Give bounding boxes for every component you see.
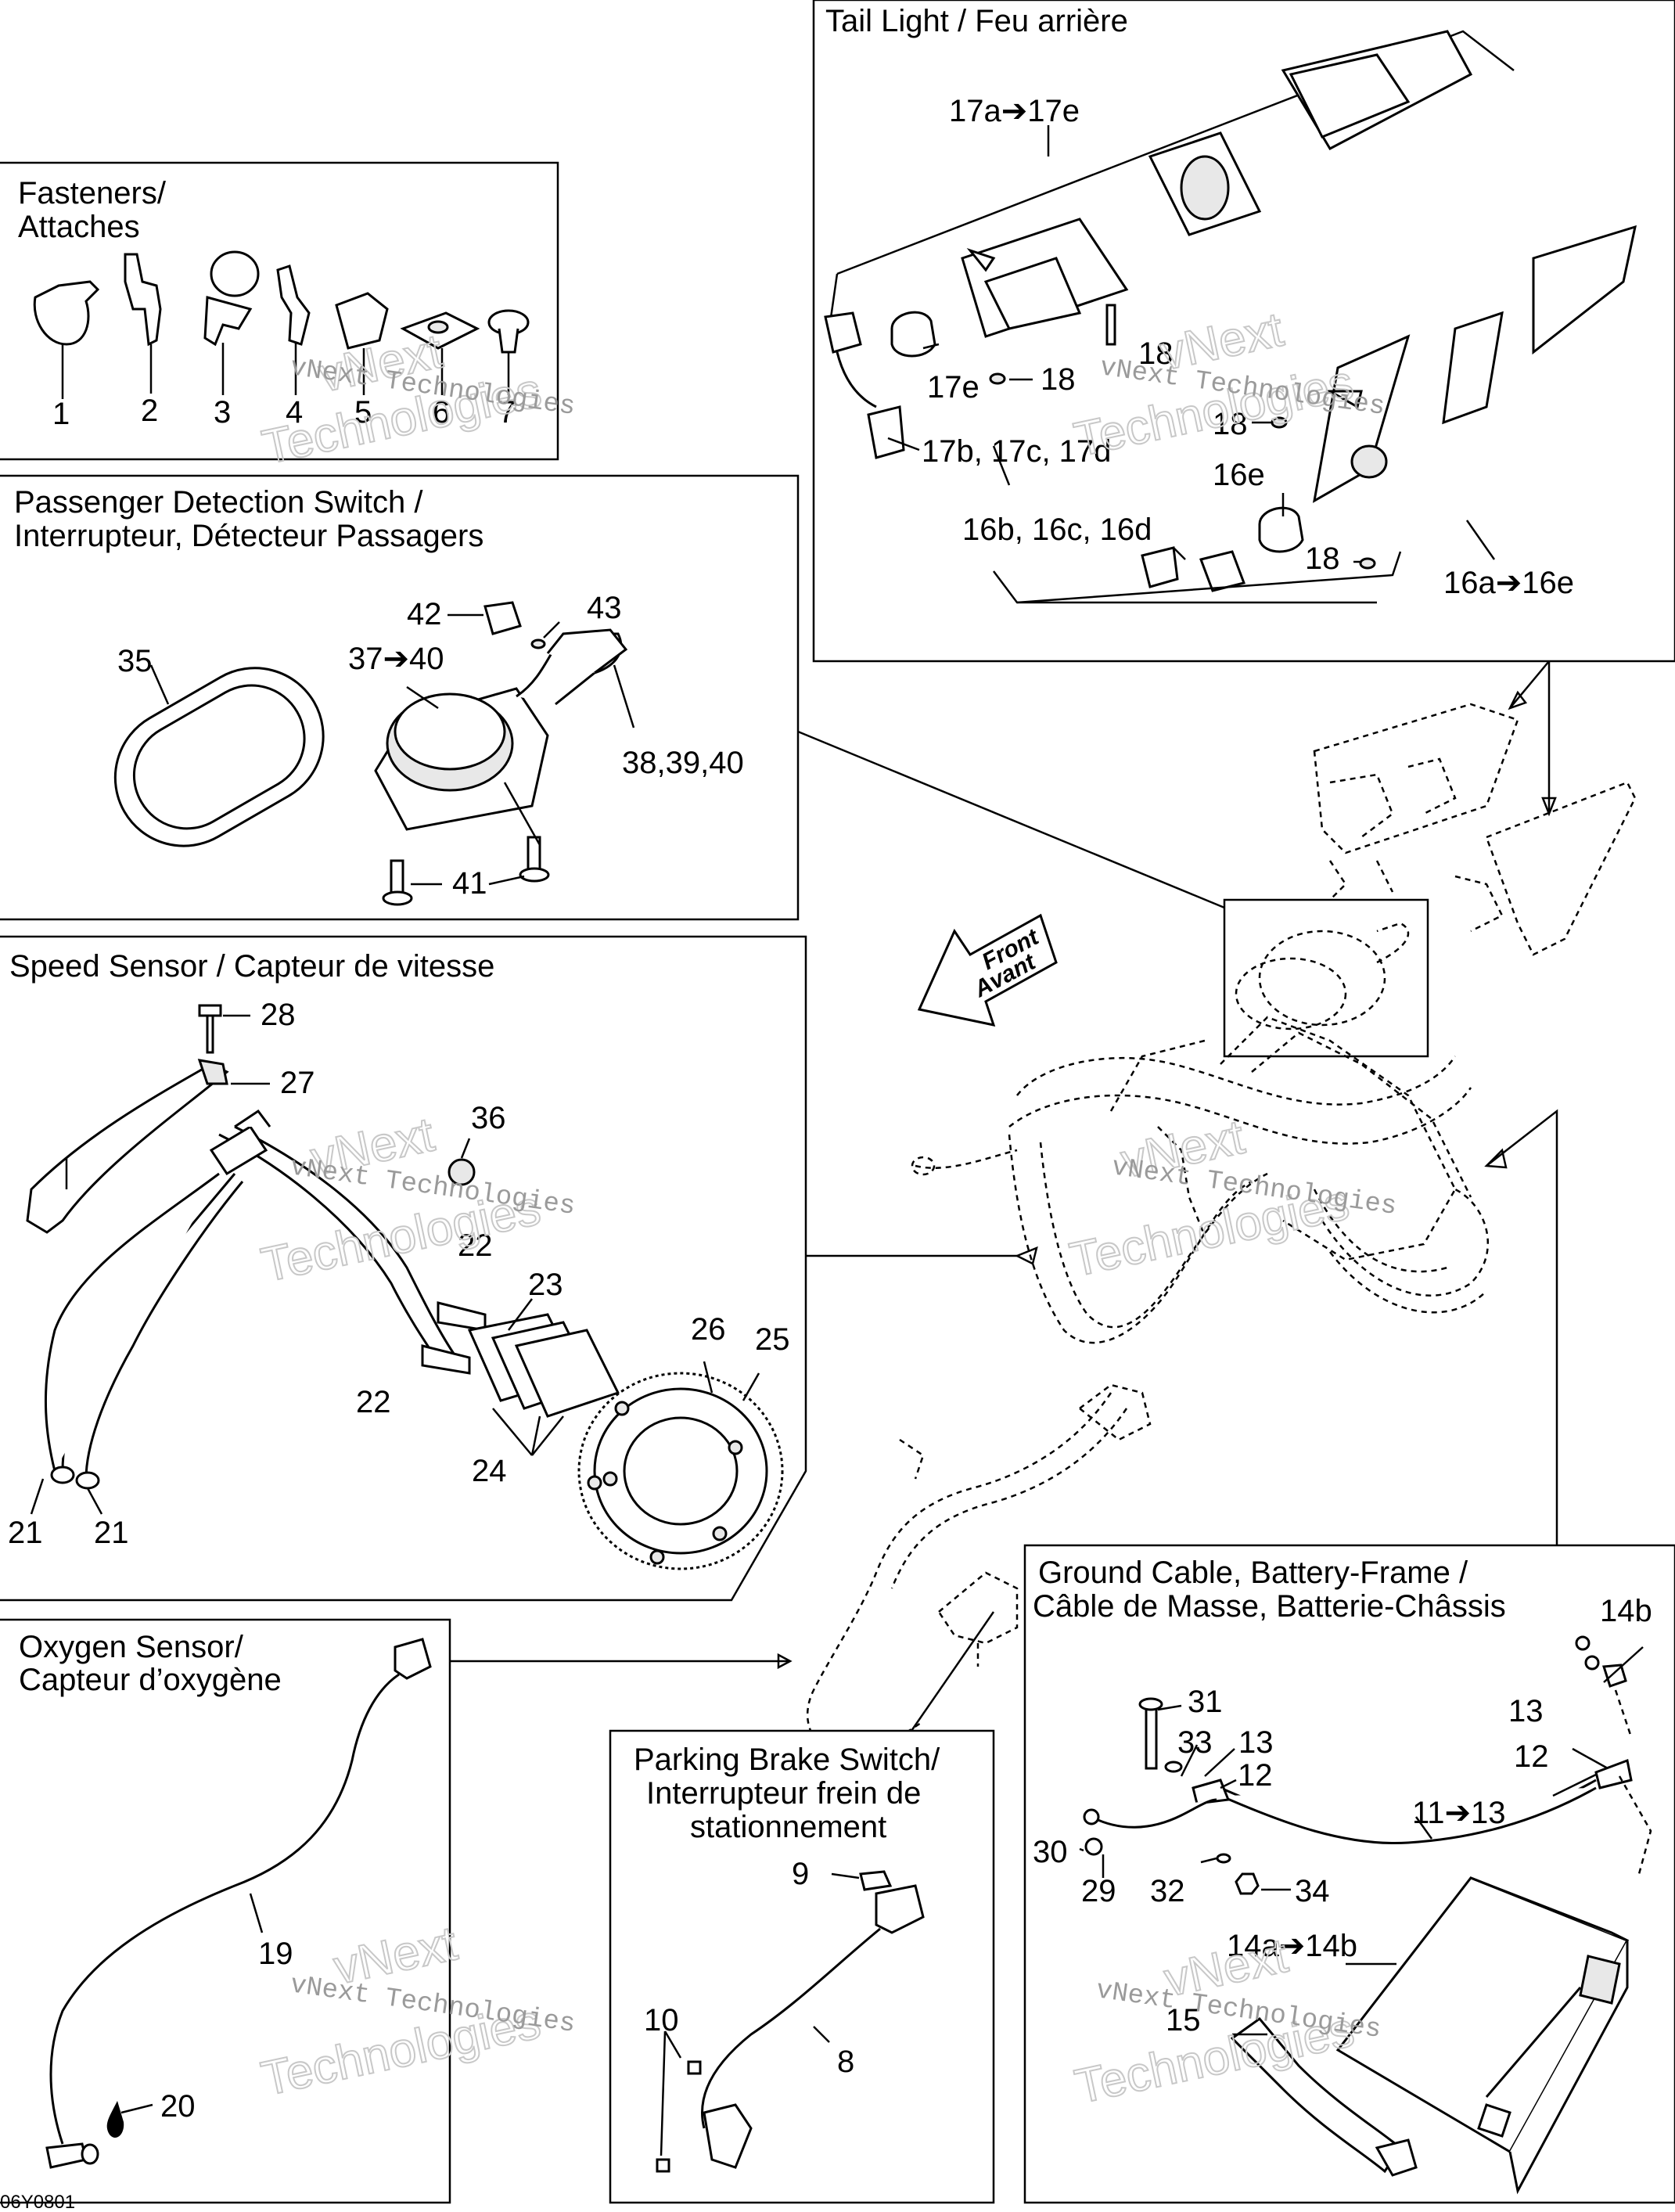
- callout-connectors: [450, 660, 1558, 1732]
- fastener-label-6: 6: [433, 395, 450, 430]
- ground-label-14b: 14b: [1600, 1594, 1652, 1628]
- tail-label-18d: 18: [1305, 541, 1340, 576]
- parking-title-line3: stationnement: [690, 1810, 886, 1844]
- speed-label-21a: 21: [8, 1516, 43, 1550]
- speed-label-22b: 22: [356, 1385, 391, 1419]
- ground-label-13b: 13: [1508, 1694, 1544, 1728]
- ground-label-14a-14b: 14a➔14b: [1227, 1929, 1357, 1963]
- speed-label-36: 36: [471, 1101, 506, 1135]
- speed-label-24: 24: [472, 1454, 507, 1488]
- ground-label-34: 34: [1295, 1874, 1330, 1908]
- tail-label-16e: 16e: [1213, 458, 1265, 492]
- passenger-title-line1: Passenger Detection Switch /: [14, 485, 423, 520]
- ground-label-29: 29: [1081, 1874, 1116, 1908]
- oxygen-title-line2: Capteur d’oxygène: [19, 1663, 282, 1697]
- oxygen-sensor-panel: Oxygen Sensor/ Capteur d’oxygène 19 20: [0, 1618, 451, 2204]
- speed-label-26: 26: [691, 1312, 726, 1347]
- tail-label-17e: 17e: [927, 370, 979, 405]
- tail-label-16a-16e: 16a➔16e: [1443, 566, 1574, 600]
- speed-label-21b: 21: [94, 1516, 129, 1550]
- ground-label-15: 15: [1166, 2003, 1201, 2038]
- fastener-label-5: 5: [354, 395, 372, 430]
- ground-label-12b: 12: [1514, 1739, 1549, 1774]
- parking-label-8: 8: [837, 2045, 854, 2079]
- ground-label-32: 32: [1150, 1874, 1185, 1908]
- speed-label-23: 23: [528, 1268, 563, 1302]
- speed-label-25: 25: [755, 1322, 790, 1357]
- tail-label-18a: 18: [1041, 362, 1076, 397]
- fastener-label-1: 1: [52, 397, 70, 431]
- ground-label-11-13: 11➔13: [1412, 1796, 1506, 1830]
- passenger-label-35: 35: [117, 644, 153, 678]
- oxygen-label-19: 19: [258, 1937, 293, 1971]
- diagram-code: 06Y0801: [0, 2192, 75, 2212]
- speed-label-22a: 22: [458, 1228, 493, 1263]
- passenger-label-37-40: 37➔40: [348, 642, 444, 676]
- speed-title: Speed Sensor / Capteur de vitesse: [9, 949, 494, 984]
- fastener-label-4: 4: [286, 395, 303, 430]
- passenger-label-41: 41: [452, 866, 487, 901]
- speed-label-27: 27: [280, 1066, 315, 1100]
- parking-label-9: 9: [792, 1857, 809, 1891]
- passenger-label-43: 43: [587, 591, 622, 625]
- ground-cable-panel: Ground Cable, Battery-Frame / Câble de M…: [1023, 1544, 1675, 2204]
- passenger-switch-panel: Passenger Detection Switch / Interrupteu…: [0, 474, 800, 921]
- fastener-label-2: 2: [141, 394, 158, 428]
- ground-title-line1: Ground Cable, Battery-Frame /: [1038, 1556, 1468, 1590]
- speed-label-28: 28: [261, 998, 296, 1032]
- tail-light-panel: Tail Light / Feu arrière: [812, 0, 1675, 663]
- parking-title-line2: Interrupteur frein de: [646, 1776, 921, 1811]
- tail-label-18c: 18: [1213, 407, 1248, 441]
- passenger-label-42: 42: [407, 597, 442, 631]
- oxygen-label-20: 20: [160, 2089, 196, 2124]
- oxygen-title-line1: Oxygen Sensor/: [19, 1630, 244, 1664]
- passenger-label-38-39-40: 38,39,40: [622, 746, 744, 780]
- fastener-label-7: 7: [498, 395, 516, 430]
- passenger-title-line2: Interrupteur, Détecteur Passagers: [14, 519, 483, 553]
- fasteners-title-line1: Fasteners/: [18, 176, 167, 210]
- ground-label-33: 33: [1177, 1725, 1213, 1760]
- fasteners-title-line2: Attaches: [18, 210, 140, 244]
- ground-label-13a: 13: [1238, 1725, 1274, 1760]
- tail-title: Tail Light / Feu arrière: [825, 4, 1128, 38]
- parking-label-10: 10: [644, 2003, 679, 2038]
- tail-label-18b: 18: [1138, 336, 1174, 371]
- tail-label-16b-16c-16d: 16b, 16c, 16d: [962, 513, 1152, 547]
- speed-sensor-panel: Speed Sensor / Capteur de vitesse: [0, 935, 807, 1602]
- tail-label-17a-17e: 17a➔17e: [949, 94, 1080, 128]
- parking-brake-panel: Parking Brake Switch/ Interrupteur frein…: [609, 1729, 995, 2204]
- ground-label-31: 31: [1188, 1685, 1223, 1719]
- tail-label-17b-17c-17d: 17b, 17c, 17d: [922, 434, 1111, 469]
- ground-label-30: 30: [1033, 1835, 1068, 1869]
- fastener-label-3: 3: [214, 395, 231, 430]
- ground-title-line2: Câble de Masse, Batterie-Châssis: [1033, 1589, 1506, 1624]
- parking-title-line1: Parking Brake Switch/: [634, 1743, 940, 1777]
- ground-label-12a: 12: [1238, 1758, 1273, 1793]
- fasteners-panel: Fasteners/ Attaches 1 2 3 4 5: [0, 161, 559, 461]
- front-direction-arrow: Front Avant: [917, 913, 1058, 1027]
